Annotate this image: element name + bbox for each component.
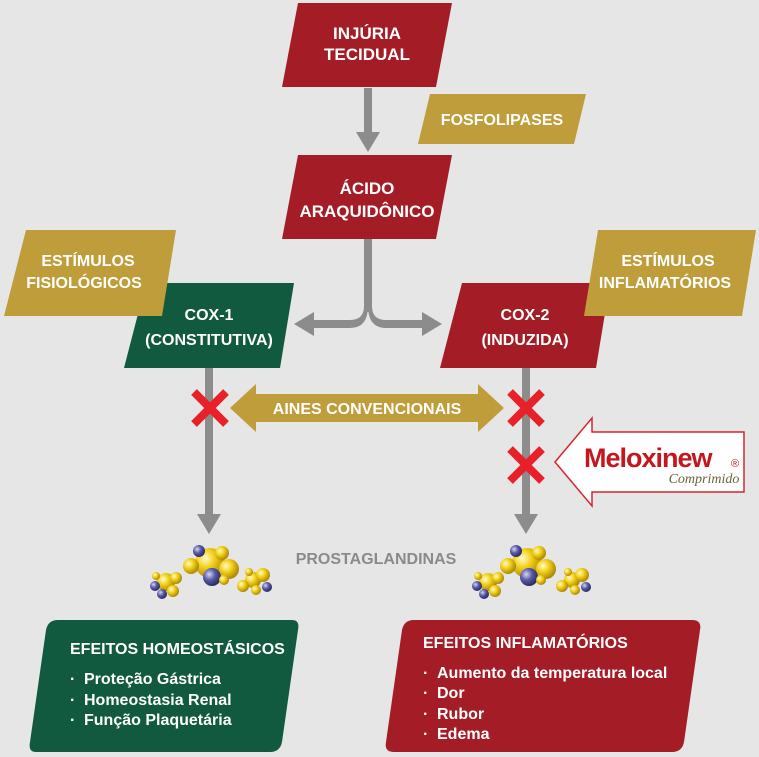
injury-to-acid-arrow (356, 88, 380, 152)
node-injury-line2: TECIDUAL (324, 45, 410, 64)
homeostatic-item-2: Homeostasia Renal (84, 692, 232, 709)
brand-registered-mark: ® (731, 458, 739, 470)
inflammatory-item-4: Edema (437, 726, 490, 743)
brand-name: Meloxinew (584, 443, 714, 473)
homeostatic-bullet-2: · (70, 692, 75, 709)
node-cox1: COX-1 (CONSTITUTIVA) (124, 283, 294, 368)
node-physiological-stimuli: ESTÍMULOS FISIOLÓGICOS (4, 230, 176, 316)
node-arachidonic-acid: ÁCIDO ARAQUIDÔNICO (282, 155, 452, 239)
node-cox2-line2: (INDUZIDA) (481, 332, 568, 349)
block-x-icon-cox2-aines (507, 389, 545, 427)
inflammatory-bullet-1: · (423, 665, 428, 682)
node-inflammatory-stimuli: ESTÍMULOS INFLAMATÓRIOS (584, 230, 756, 316)
homeostatic-effects-box: EFEITOS HOMEOSTÁSICOS · Proteção Gástric… (29, 620, 299, 752)
node-arachidonic-line1: ÁCIDO (340, 179, 395, 198)
homeostatic-bullet-3: · (70, 712, 75, 729)
inflammatory-item-3: Rubor (437, 706, 484, 723)
node-cox1-line2: (CONSTITUTIVA) (145, 332, 273, 349)
aines-double-arrow: AINES CONVENCIONAIS (230, 384, 504, 432)
meloxinew-brand-arrow: Meloxinew ® Comprimido (554, 415, 745, 509)
prostaglandin-molecules-left-icon (150, 545, 272, 599)
block-x-icon-cox2-meloxinew (507, 446, 545, 484)
node-injury-line1: INJÚRIA (333, 24, 401, 43)
homeostatic-title: EFEITOS HOMEOSTÁSICOS (70, 639, 285, 658)
homeostatic-item-3: Função Plaquetária (84, 712, 232, 729)
node-phys-stimuli-line2: FISIOLÓGICOS (26, 273, 142, 292)
inflammatory-effects-box: EFEITOS INFLAMATÓRIOS · Aumento da tempe… (385, 620, 701, 752)
homeostatic-item-1: Proteção Gástrica (84, 671, 221, 688)
homeostatic-bullet-1: · (70, 671, 75, 688)
inflammatory-item-2: Dor (437, 685, 465, 702)
inflammatory-item-1: Aumento da temperatura local (437, 665, 667, 682)
prostaglandin-molecules-right-icon (472, 545, 591, 599)
aines-label: AINES CONVENCIONAIS (273, 401, 462, 418)
node-cox2-line1: COX-2 (501, 307, 550, 324)
inflammatory-bullet-4: · (423, 726, 428, 743)
cox2-down-arrow (514, 368, 538, 534)
node-cox1-line1: COX-1 (185, 307, 234, 324)
cox1-down-arrow (197, 368, 221, 534)
node-infl-stimuli-line1: ESTÍMULOS (621, 251, 715, 270)
brand-subtitle: Comprimido (669, 472, 740, 487)
inflammatory-title: EFEITOS INFLAMATÓRIOS (423, 633, 628, 652)
prostaglandins-label: PROSTAGLANDINAS (296, 551, 457, 568)
node-phospholipases-label: FOSFOLIPASES (441, 112, 564, 129)
inflammatory-bullet-3: · (423, 706, 428, 723)
node-infl-stimuli-line2: INFLAMATÓRIOS (599, 273, 731, 292)
node-phospholipases: FOSFOLIPASES (418, 94, 586, 144)
acid-to-cox-arrows (294, 238, 442, 336)
inflammatory-bullet-2: · (423, 685, 428, 702)
block-x-icon-cox1 (191, 389, 229, 427)
node-cox2: COX-2 (INDUZIDA) (440, 283, 610, 368)
node-arachidonic-line2: ARAQUIDÔNICO (299, 202, 434, 221)
node-phys-stimuli-line1: ESTÍMULOS (41, 251, 135, 270)
node-injury: INJÚRIA TECIDUAL (282, 3, 452, 87)
